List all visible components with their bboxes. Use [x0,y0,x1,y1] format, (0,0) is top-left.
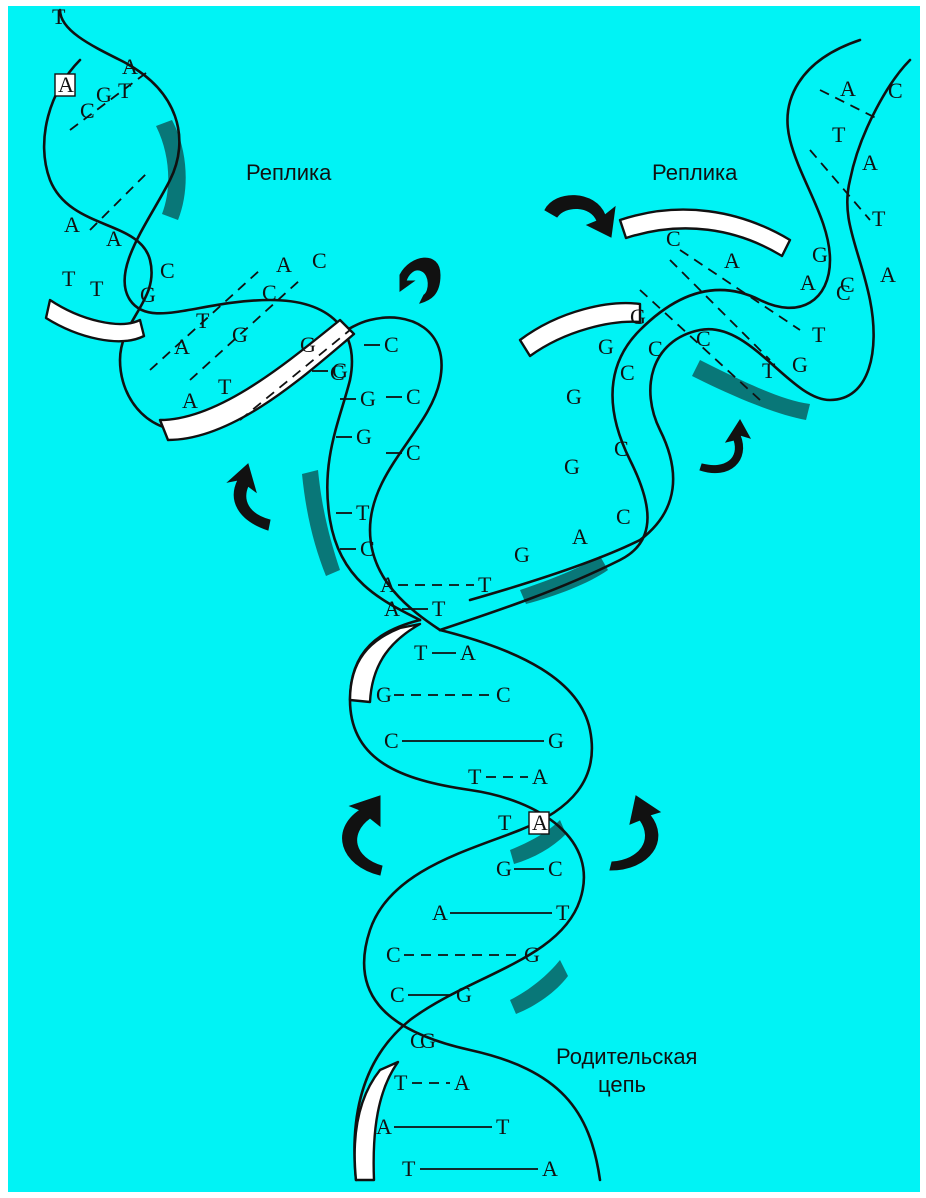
base-letter: T [394,1070,408,1095]
base-letter: C [496,682,511,707]
base-letter: C [648,336,663,361]
base-letter: T [402,1156,416,1181]
replica-right-label: Реплика [652,160,738,185]
base-letter: C [620,360,635,385]
base-letter: A [64,212,80,237]
base-letter: G [96,82,112,107]
parent-strand-label-line2: цепь [598,1072,646,1097]
base-letter: A [800,270,816,295]
base-letter: G [300,332,316,357]
parent-strand-label-line1: Родительская [556,1044,697,1069]
base-letter: G [456,982,472,1007]
base-letter: C [616,504,631,529]
base-letter: C [386,942,401,967]
base-letter: C [160,258,175,283]
base-letter: T [762,358,776,383]
base-letter: T [556,900,570,925]
base-letter: A [432,900,448,925]
base-letter: T [496,1114,510,1139]
base-letter: G [548,728,564,753]
base-letter: A [880,262,896,287]
base-letter: A [182,388,198,413]
base-letter: G [598,334,614,359]
base-letter: A [58,72,74,97]
base-letter: A [106,226,122,251]
base-letter: T [832,122,846,147]
base-letter: G [360,386,376,411]
base-letter: C [384,332,399,357]
base-letter: C [406,440,421,465]
base-letter: A [376,1114,392,1139]
base-letter: G [566,384,582,409]
base-letter: C [360,536,375,561]
base-letter: C [80,98,95,123]
base-letter: C [614,436,629,461]
base-letter: G [140,282,156,307]
base-letter: C [262,280,277,305]
base-letter: G [514,542,530,567]
base-letter: A [542,1156,558,1181]
base-letter: T [52,4,66,29]
base-letter: A [532,810,548,835]
base-letter: G [332,358,348,383]
background-panel [8,6,920,1192]
base-letter: C [406,384,421,409]
base-letter: T [196,308,210,333]
base-letter: G [524,942,540,967]
base-letter: C [548,856,563,881]
base-letter: C [666,226,681,251]
base-letter: G [792,352,808,377]
base-letter: G [356,424,372,449]
base-letter: A [454,1070,470,1095]
base-letter: T [468,764,482,789]
base-letter: G [376,682,392,707]
base-letter: G [812,242,828,267]
base-letter: G [564,454,580,479]
base-letter: A [724,248,740,273]
base-letter: A [572,524,588,549]
base-letter: A [122,54,138,79]
base-letter: C [384,728,399,753]
base-letter: C [312,248,327,273]
replica-left-label: Реплика [246,160,332,185]
base-letter: T [62,266,76,291]
base-letter: T [872,206,886,231]
base-letter: A [532,764,548,789]
base-letter: T [498,810,512,835]
base-letter: C [390,982,405,1007]
base-letter: T [218,374,232,399]
base-letter: T [432,596,446,621]
base-letter: A [460,640,476,665]
base-letter: C [836,280,851,305]
base-letter: T [414,640,428,665]
base-letter: G [496,856,512,881]
base-letter: T [812,322,826,347]
base-letter: G [232,322,248,347]
base-letter: T [90,276,104,301]
base-letter: A [276,252,292,277]
base-letter: G [630,304,646,329]
base-letter: A [840,76,856,101]
base-letter: A [862,150,878,175]
base-letter: G [420,1028,436,1053]
base-letter: C [888,78,903,103]
base-letter: T [356,500,370,525]
base-letter: T [118,78,132,103]
